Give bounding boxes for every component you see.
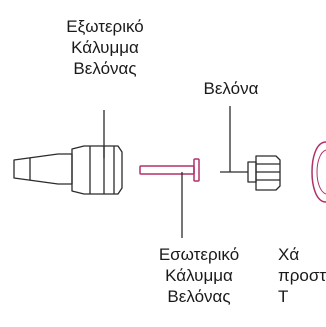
protective-tab-inner-icon bbox=[316, 149, 326, 195]
protective-tab-label: Χά προστ Τ bbox=[278, 245, 326, 306]
needle-icon bbox=[220, 155, 281, 191]
outer-needle-cap-label: Εξωτερικό Κάλυμμα Βελόνας bbox=[66, 17, 144, 78]
inner-needle-cap-icon bbox=[139, 158, 200, 182]
inner-needle-cap-label: Εσωτερικό Κάλυμμα Βελόνας bbox=[158, 245, 240, 306]
protective-tab-icon bbox=[311, 141, 326, 203]
outer-needle-cap-icon bbox=[13, 145, 123, 195]
needle-label: Βελόνα bbox=[203, 79, 259, 98]
